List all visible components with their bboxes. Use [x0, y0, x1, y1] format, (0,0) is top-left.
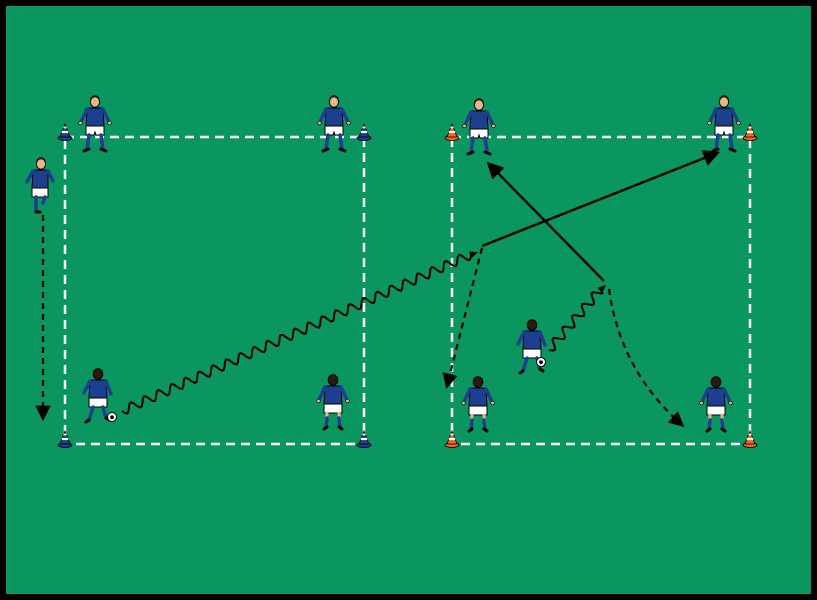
dribble-arrowhead: [469, 251, 478, 259]
right-square-boundary: [450, 135, 752, 446]
ball-icon: [107, 412, 117, 422]
run-arrow: [442, 247, 484, 389]
dribble-path: [548, 291, 604, 352]
run-arrow: [607, 288, 685, 428]
pass-arrow: [481, 150, 721, 248]
dribble-arrowhead: [597, 285, 606, 294]
dribble-path: [121, 252, 473, 415]
ball-icon: [536, 357, 546, 367]
pass-arrow: [486, 161, 605, 282]
left-square-boundary: [63, 135, 366, 446]
field: [6, 6, 811, 594]
